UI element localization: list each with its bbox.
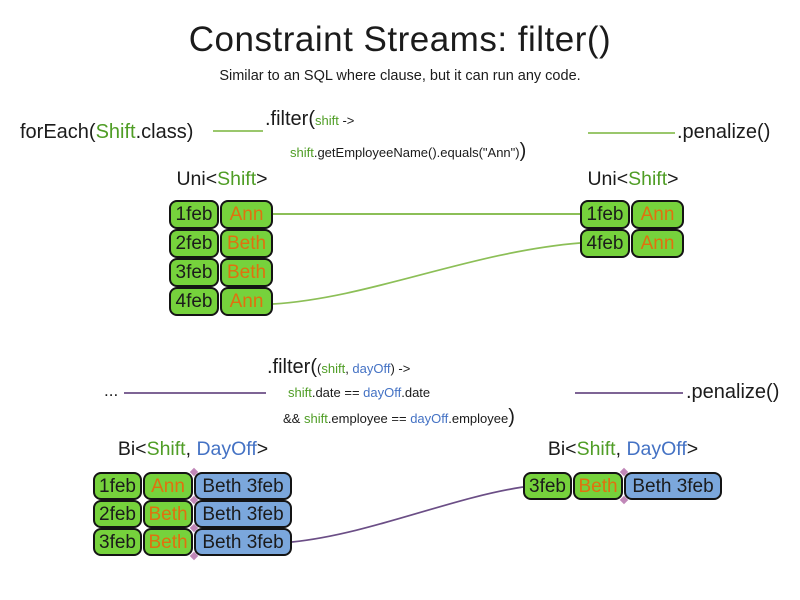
filter1-head-line: .filter(shift -> [265,108,354,131]
shift-employee-cell: Beth [143,500,193,528]
table-row: 1feb Ann Beth 3feb [93,472,292,500]
bi-right-shift: Shift [576,438,616,460]
table-row: 4feb Ann [169,287,273,316]
filter1-param: shift [315,113,339,128]
bi-left-post: > [256,438,269,460]
dayoff-cell: Beth 3feb [624,472,722,500]
shift-date-cell: 3feb [93,528,142,556]
shift-employee-cell: Beth [573,472,623,500]
table-row: 3feb Beth Beth 3feb [523,472,722,500]
foreach-shift-class: Shift [95,121,136,143]
bi-left-pre: Bi< [117,438,147,460]
match-line-3feb-beth [291,486,524,543]
filter2-head-line: .filter((shift, dayOff) -> [267,356,410,379]
match-line-4feb-ann [272,242,581,305]
uni-right-pre: Uni< [587,168,629,190]
dayoff-cell: Beth 3feb [194,500,292,528]
filter2-l3-shift: shift [303,411,328,426]
bi-left-shift: Shift [146,438,186,460]
shift-employee-cell: Ann [143,472,193,500]
bi-left-header: Bi<Shift, DayOff> [93,438,293,461]
shift-employee-cell: Ann [631,200,684,229]
filter2-l3-end: .employee [448,411,509,426]
filter2-l2-mid: .date == [311,385,364,400]
shift-employee-cell: Ann [220,200,273,229]
bi-left-dayoff: DayOff [196,438,257,460]
shift-employee-cell: Ann [220,287,273,316]
uni-right-post: > [667,168,679,190]
uni-left-pre: Uni< [176,168,218,190]
shift-date-cell: 4feb [580,229,630,258]
filter2-l2-shift: shift [288,385,312,400]
bi-right-header: Bi<Shift, DayOff> [523,438,723,461]
bi-right-dayoff: DayOff [626,438,687,460]
filter2-l3-and: && [283,411,304,426]
filter1-arrow: -> [338,113,355,128]
filter1-body-param: shift [290,145,314,160]
filter2-body-line1: shift.date == dayOff.date [288,384,430,402]
filter2-body-line2: && shift.employee == dayOff.employee) [283,406,515,429]
table-row: 2feb Beth [169,229,273,258]
filter2-l3-mid: .employee == [327,411,411,426]
bi-source-table: 1feb Ann Beth 3feb 2feb Beth Beth 3feb 3… [93,472,292,556]
uni-source-table: 1feb Ann 2feb Beth 3feb Beth 4feb Ann [169,200,273,316]
table-row: 1feb Ann [580,200,684,229]
slide-title: Constraint Streams: filter() [188,20,612,59]
slide-subtitle: Similar to an SQL where clause, but it c… [219,68,581,84]
uni-right-type: Shift [628,168,668,190]
bi-right-pre: Bi< [547,438,577,460]
shift-employee-cell: Beth [143,528,193,556]
shift-employee-cell: Beth [220,258,273,287]
filter2-param-shift: shift [321,361,346,376]
shift-date-cell: 3feb [169,258,219,287]
table-row: 1feb Ann [169,200,273,229]
filter2-l2-dayoff: dayOff [363,385,402,400]
uni-right-header: Uni<Shift> [580,168,686,191]
foreach-pre: forEach( [20,121,96,143]
uni-left-header: Uni<Shift> [169,168,275,191]
bi-right-comma: , [615,438,627,460]
foreach-expression: forEach(Shift.class) [20,121,193,144]
foreach-post: .class) [135,121,194,143]
dayoff-cell: Beth 3feb [194,472,292,500]
filter1-body: .getEmployeeName().equals("Ann") [313,145,520,160]
shift-employee-cell: Beth [220,229,273,258]
filter2-l3-dayoff: dayOff [410,411,449,426]
shift-date-cell: 1feb [93,472,142,500]
shift-date-cell: 2feb [93,500,142,528]
penalize1-label: .penalize() [677,121,771,143]
filter2-paren-open: ( [317,361,322,376]
filter1-close-paren: ) [519,140,527,162]
table-row: 2feb Beth Beth 3feb [93,500,292,528]
shift-date-cell: 2feb [169,229,219,258]
filter2-param-comma: , [345,361,353,376]
shift-date-cell: 1feb [169,200,219,229]
uni-left-post: > [256,168,268,190]
filter1-body-line: shift.getEmployeeName().equals("Ann")) [290,140,526,163]
penalize2-label: .penalize() [686,381,780,403]
bi-right-post: > [686,438,699,460]
table-row: 3feb Beth [169,258,273,287]
filter2-l2-end: .date [401,385,431,400]
shift-date-cell: 3feb [523,472,572,500]
uni-left-type: Shift [217,168,257,190]
dayoff-cell: Beth 3feb [194,528,292,556]
table-row: 3feb Beth Beth 3feb [93,528,292,556]
bi-filtered-table: 3feb Beth Beth 3feb [523,472,722,500]
filter2-close-paren: ) [508,406,515,428]
filter2-arrow: ) -> [390,361,411,376]
shift-date-cell: 4feb [169,287,219,316]
shift-employee-cell: Ann [631,229,684,258]
uni-filtered-table: 1feb Ann 4feb Ann [580,200,684,258]
filter2-head: .filter( [267,356,317,378]
table-row: 4feb Ann [580,229,684,258]
shift-date-cell: 1feb [580,200,630,229]
filter1-head: .filter( [265,108,315,130]
bi-left-comma: , [185,438,197,460]
filter2-param-dayoff: dayOff [352,361,391,376]
stream2-source-ellipsis: ... [104,381,119,400]
